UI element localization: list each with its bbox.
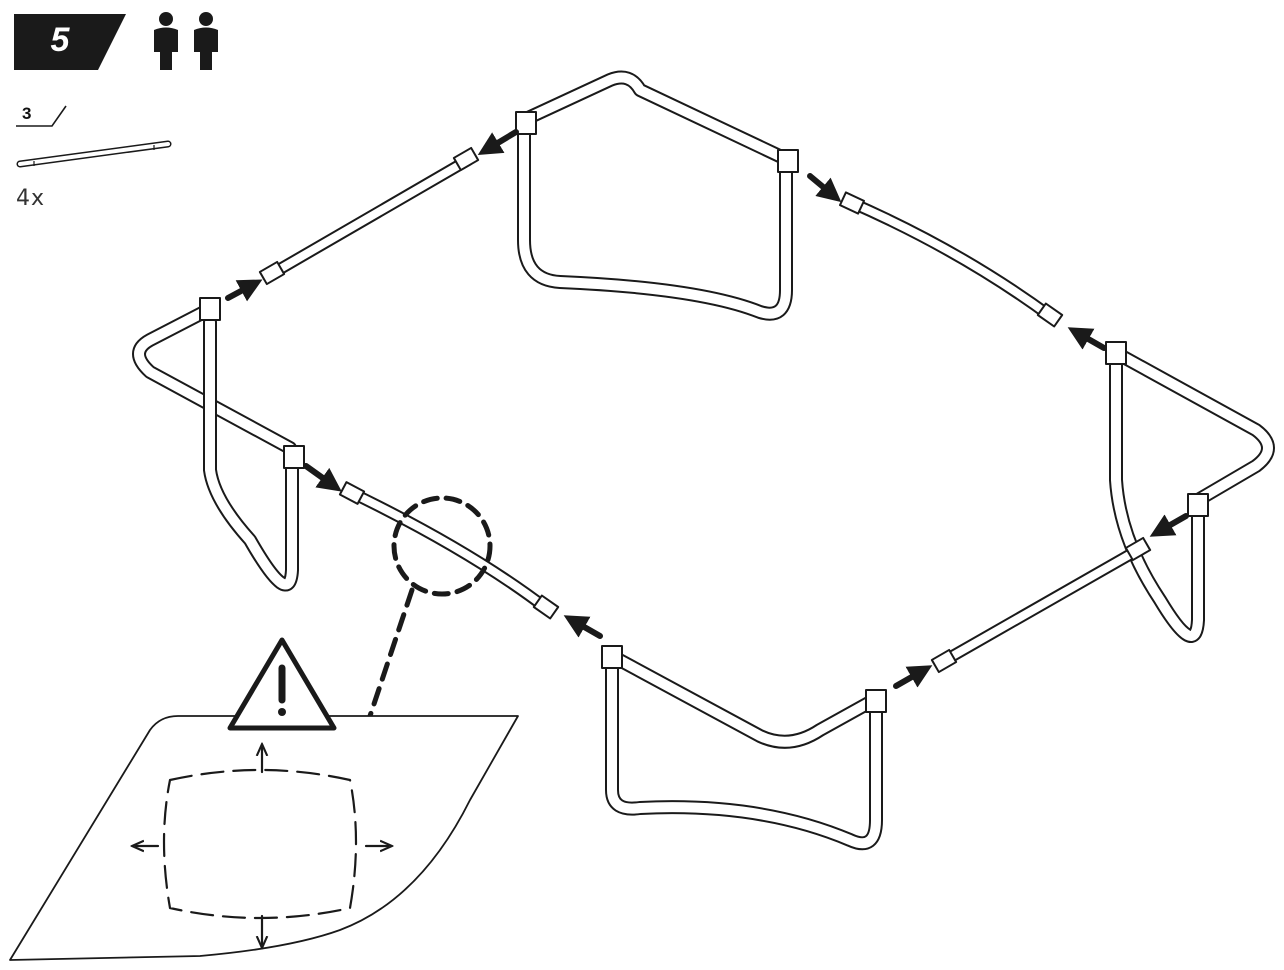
callout-leader-line — [367, 587, 415, 719]
arrow-icon — [563, 615, 603, 639]
part-quantity: 4x — [16, 186, 46, 211]
arrow-icon — [1149, 513, 1189, 537]
right-leg-frame — [1105, 341, 1275, 643]
tube-bottom-right — [930, 536, 1152, 674]
step-number: 5 — [50, 21, 70, 59]
step-badge-shape — [14, 14, 126, 70]
bottom-leg-frame — [601, 645, 887, 851]
part-ref-underline — [16, 105, 172, 168]
tube-pole-icon — [16, 140, 172, 168]
tube-bottom-left — [338, 481, 560, 620]
warning-triangle-icon — [227, 637, 337, 731]
arrow-icon — [893, 665, 933, 689]
detail-callout-circle — [391, 495, 493, 597]
step-badge — [14, 14, 126, 70]
tube-top-right — [838, 191, 1064, 328]
arrow-icon — [225, 279, 263, 302]
two-people-icon — [154, 12, 218, 70]
direction-arrows — [225, 129, 1189, 689]
part-ref-number: 3 — [22, 104, 32, 123]
frame-footprint-outline — [162, 768, 358, 920]
arrow-icon — [477, 129, 519, 155]
arrow-icon — [1067, 327, 1107, 351]
top-leg-frame — [515, 70, 799, 321]
expansion-arrows — [136, 748, 388, 944]
tube-top-left — [258, 146, 480, 286]
ground-sheet — [9, 715, 519, 961]
left-leg-frame — [132, 297, 305, 592]
arrow-icon — [303, 463, 342, 492]
arrow-icon — [807, 173, 842, 203]
